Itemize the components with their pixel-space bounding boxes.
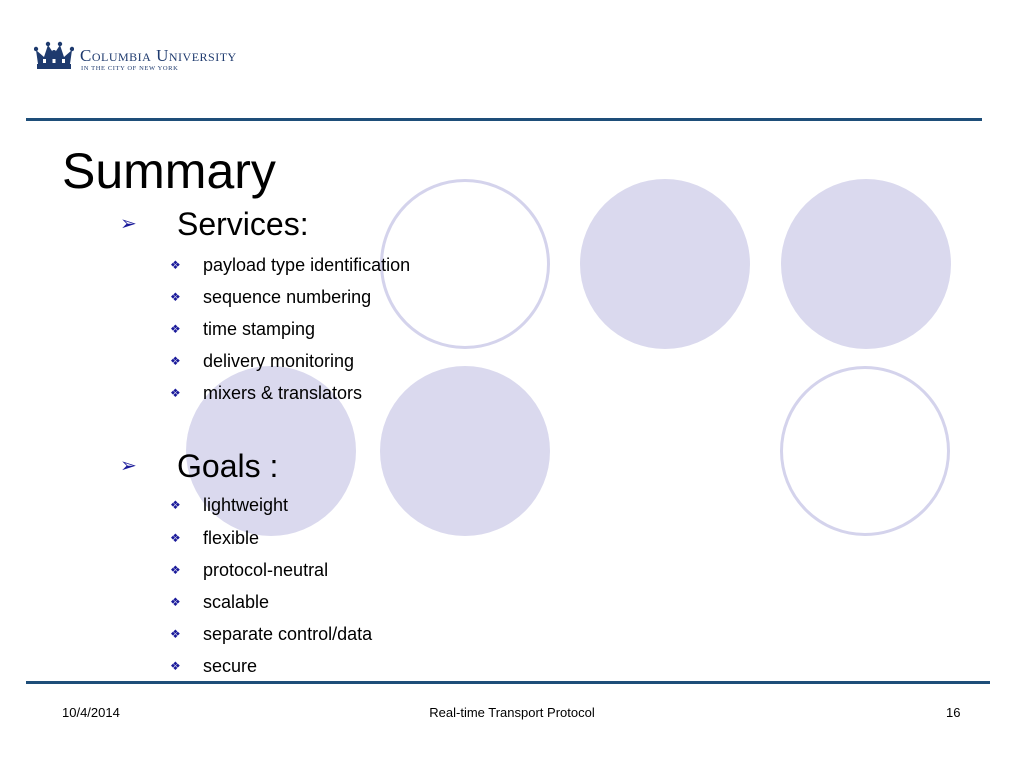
section-heading-text: Services: <box>177 206 309 242</box>
diamond-bullet-icon: ❖ <box>170 627 181 641</box>
columbia-logo: Columbia University IN THE CITY OF NEW Y… <box>34 40 264 74</box>
footer-title: Real-time Transport Protocol <box>429 705 595 720</box>
logo-name: Columbia University <box>80 46 237 65</box>
arrow-bullet-icon: ➢ <box>120 213 137 235</box>
decorative-circle <box>781 179 951 349</box>
footer-page-number: 16 <box>946 705 961 720</box>
decorative-circle <box>580 179 750 349</box>
diamond-bullet-icon: ❖ <box>170 531 181 545</box>
list-item-text: payload type identification <box>203 255 411 275</box>
diamond-bullet-icon: ❖ <box>170 659 181 673</box>
arrow-bullet-icon: ➢ <box>120 455 137 477</box>
list-item-text: lightweight <box>203 495 289 515</box>
list-item-text: mixers & translators <box>203 383 363 403</box>
list-item-text: separate control/data <box>203 624 373 644</box>
list-item-text: protocol-neutral <box>203 560 329 580</box>
decorative-circle <box>380 179 550 349</box>
list-item-text: flexible <box>203 528 260 548</box>
section-heading-text: Goals : <box>177 448 279 484</box>
diamond-bullet-icon: ❖ <box>170 386 181 400</box>
list-item-text: sequence numbering <box>203 287 372 307</box>
decorative-circle <box>186 366 356 536</box>
decorative-circle <box>780 366 950 536</box>
list-item-text: scalable <box>203 592 270 612</box>
decorative-circle <box>380 366 550 536</box>
diamond-bullet-icon: ❖ <box>170 498 181 512</box>
top-divider <box>26 118 982 121</box>
bottom-divider <box>26 681 990 684</box>
diamond-bullet-icon: ❖ <box>170 595 181 609</box>
list-item-text: secure <box>203 656 258 676</box>
list-item-text: delivery monitoring <box>203 351 355 371</box>
diamond-bullet-icon: ❖ <box>170 563 181 577</box>
slide-title: Summary <box>62 143 276 199</box>
diamond-bullet-icon: ❖ <box>170 354 181 368</box>
list-item-text: time stamping <box>203 319 316 339</box>
diamond-bullet-icon: ❖ <box>170 258 181 272</box>
crown-icon <box>34 41 74 69</box>
logo-subtitle: IN THE CITY OF NEW YORK <box>81 65 179 72</box>
diamond-bullet-icon: ❖ <box>170 322 181 336</box>
footer-date: 10/4/2014 <box>62 705 120 720</box>
diamond-bullet-icon: ❖ <box>170 290 181 304</box>
